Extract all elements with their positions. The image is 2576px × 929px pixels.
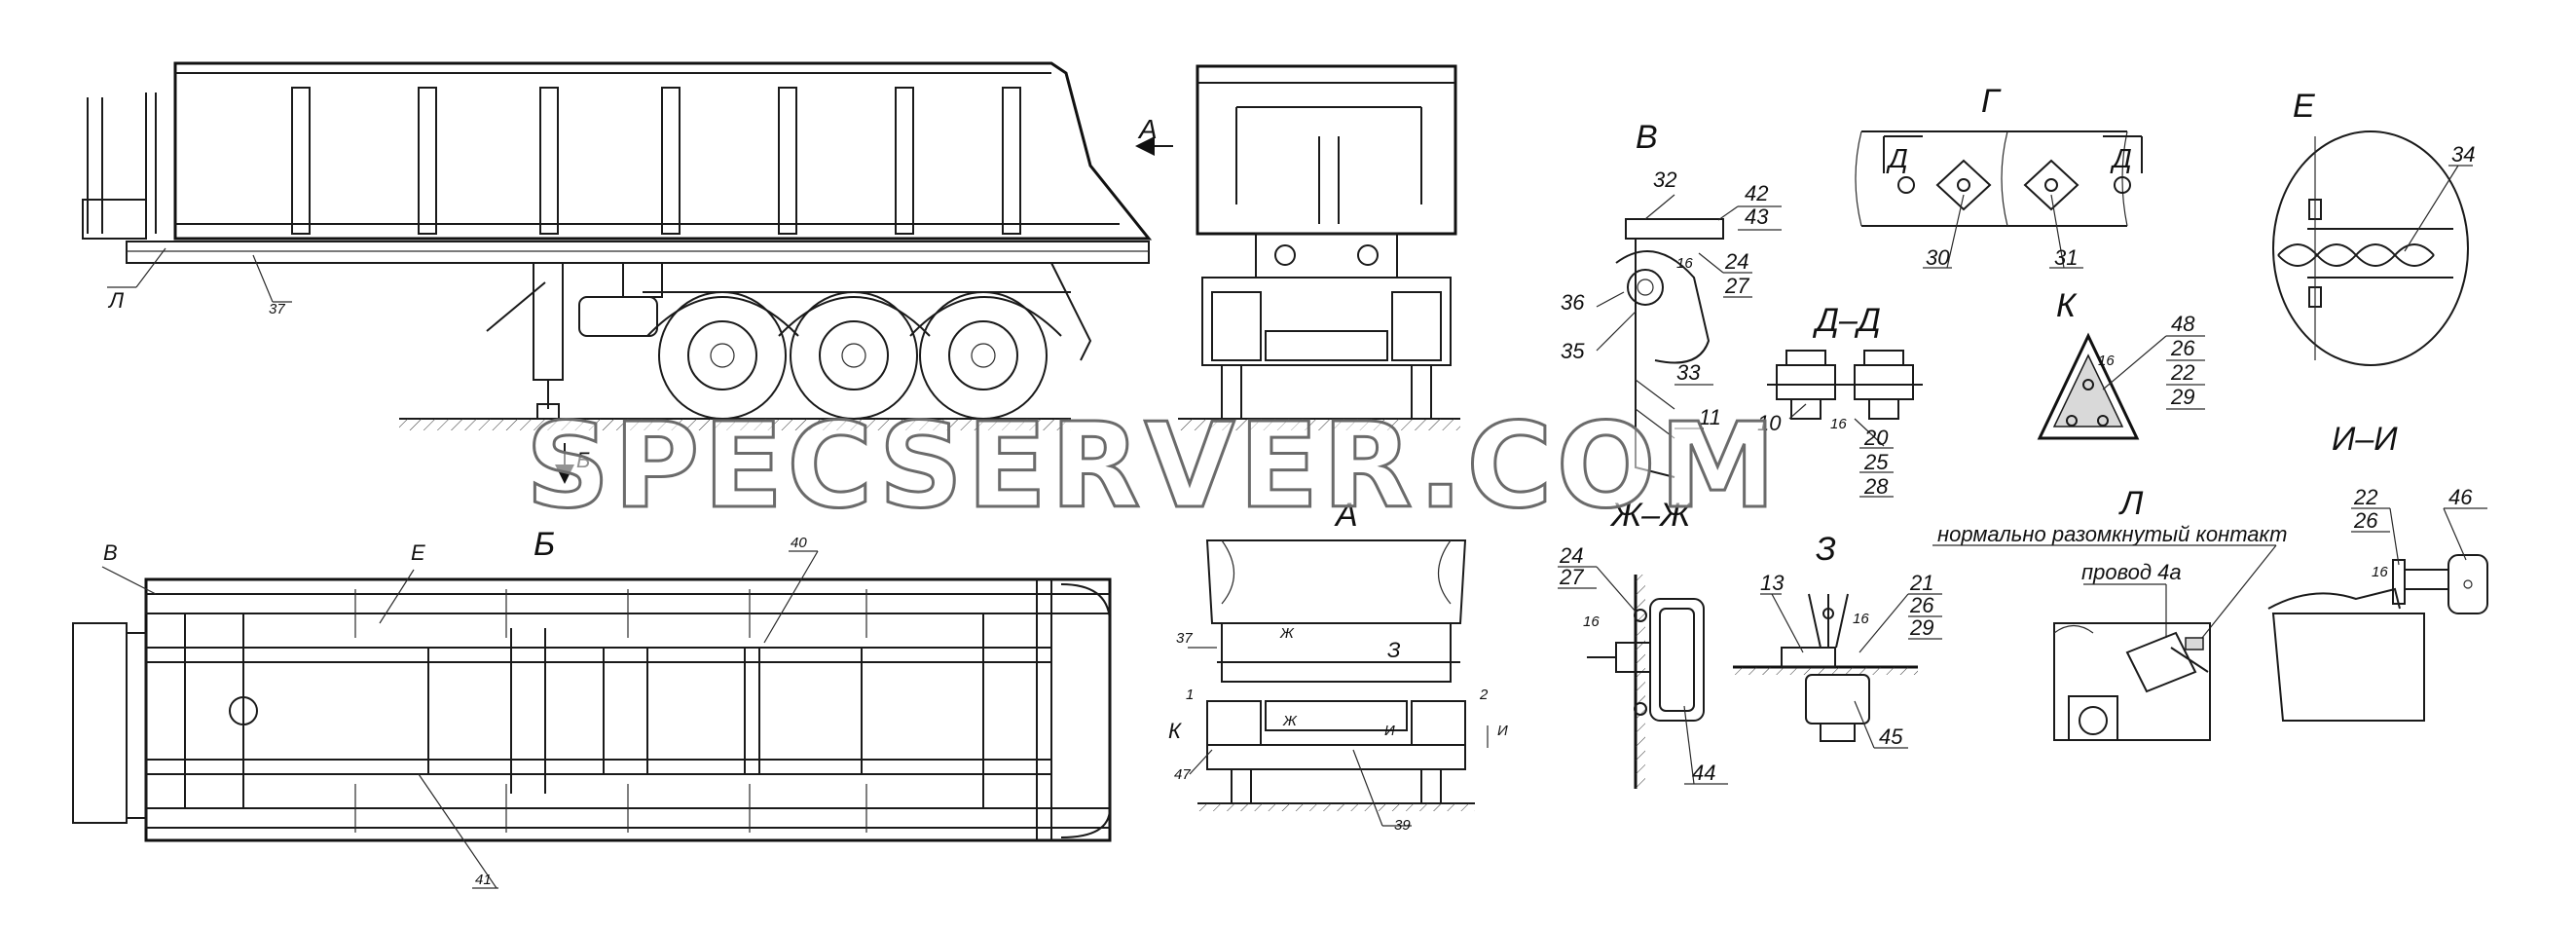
section-zh-title: Ж–Ж — [1609, 497, 1692, 534]
view-a-mark-k: К — [1168, 719, 1182, 743]
part-40: 40 — [791, 535, 807, 551]
callout-l: Л — [107, 288, 125, 313]
plan-callout-e: Е — [411, 540, 425, 565]
detail-g-title: Г — [1981, 83, 2002, 120]
part-22: 22 — [2170, 360, 2194, 385]
view-a-mark-i1: И — [1384, 723, 1395, 739]
part-24-zh: 24 — [1559, 543, 1583, 568]
part-29: 29 — [2170, 385, 2194, 409]
view-a-arrow-label: А — [1137, 114, 1158, 144]
cut-d-left: Д — [1886, 143, 1908, 173]
note-wire: провод 4а — [2081, 560, 2182, 584]
part-29-z: 29 — [1909, 615, 1933, 640]
part-27-zh: 27 — [1559, 565, 1584, 589]
part-28: 28 — [1863, 474, 1889, 499]
note-contact: нормально разомкнутый контакт — [1937, 522, 2287, 546]
part-21: 21 — [1909, 571, 1933, 595]
part-44: 44 — [1692, 761, 1715, 785]
part-24: 24 — [1724, 249, 1748, 274]
view-a-mark-37: 37 — [1176, 630, 1193, 647]
detail-z-mark-16: 16 — [1853, 611, 1869, 627]
detail-g: Г Д Д 30 31 — [1855, 83, 2143, 270]
detail-z-title: З — [1816, 531, 1836, 568]
part-33: 33 — [1676, 360, 1701, 385]
part-11: 11 — [1699, 405, 1721, 429]
detail-v: В 16 32 42 43 24 27 36 35 33 11 — [1561, 119, 1782, 478]
view-a-mark-i2: И — [1497, 723, 1508, 739]
detail-l-title: Л — [2118, 485, 2144, 522]
view-b-arrow-label: Б — [576, 448, 590, 472]
rear-view — [1178, 64, 1460, 430]
view-a-mark-1: 1 — [1186, 687, 1194, 703]
view-a-mark-2: 2 — [1479, 687, 1489, 703]
part-46: 46 — [2448, 485, 2473, 509]
detail-v-title: В — [1636, 119, 1658, 156]
detail-zh: 16 24 27 44 — [1558, 543, 1728, 789]
view-a-mark-zh1: Ж — [1279, 625, 1295, 642]
part-41: 41 — [475, 872, 492, 888]
detail-l: Л нормально разомкнутый контакт провод 4… — [1932, 485, 2287, 741]
part-31: 31 — [2054, 245, 2078, 270]
plan-title: Б — [534, 526, 555, 563]
section-d-mark-16: 16 — [1830, 416, 1847, 432]
part-36: 36 — [1561, 290, 1585, 315]
view-a: А 37 1 К 47 Ж Ж З И И 2 39 — [1168, 497, 1508, 834]
detail-e-title: Е — [2293, 88, 2315, 125]
plan-view: Б — [72, 526, 1112, 889]
part-26-z: 26 — [1909, 593, 1934, 617]
detail-k-title: К — [2056, 287, 2078, 324]
part-43: 43 — [1745, 204, 1769, 229]
part-34: 34 — [2451, 142, 2475, 167]
watermark: SPECSERVER.COM — [526, 399, 1780, 535]
detail-e: Е 34 — [2272, 88, 2475, 366]
part-37-label: 37 — [269, 301, 285, 317]
detail-z: З 16 13 21 26 29 45 — [1733, 531, 1942, 749]
part-26: 26 — [2170, 336, 2195, 360]
part-42: 42 — [1745, 181, 1768, 205]
cut-d-right: Д — [2110, 143, 2132, 173]
part-10: 10 — [1757, 411, 1782, 435]
view-a-mark-39: 39 — [1394, 817, 1411, 834]
section-d-title: Д–Д — [1812, 302, 1881, 339]
detail-v-mark-16: 16 — [1676, 255, 1693, 272]
view-a-mark-47: 47 — [1174, 766, 1191, 783]
view-a-mark-zh2: Ж — [1282, 713, 1298, 729]
plan-callout-v: В — [103, 540, 118, 565]
detail-k-mark-16: 16 — [2098, 353, 2115, 369]
part-45: 45 — [1879, 725, 1903, 749]
part-13: 13 — [1760, 571, 1785, 595]
side-view: А Б Л 37 — [82, 61, 1173, 484]
part-48: 48 — [2171, 312, 2195, 336]
part-30: 30 — [1926, 245, 1950, 270]
detail-k: К 16 48 26 22 29 — [2037, 287, 2205, 440]
part-27: 27 — [1724, 274, 1749, 298]
view-a-mark-z: З — [1387, 638, 1401, 662]
part-32: 32 — [1653, 167, 1676, 192]
part-35: 35 — [1561, 339, 1585, 363]
view-a-title: А — [1334, 497, 1358, 534]
detail-ii-title: И–И — [2332, 421, 2398, 458]
section-d: Д–Д 16 10 20 25 28 — [1757, 302, 1923, 499]
part-25: 25 — [1863, 450, 1889, 474]
detail-zh-mark-16: 16 — [1583, 613, 1600, 630]
part-20: 20 — [1863, 426, 1889, 450]
part-22-ii: 22 — [2353, 485, 2377, 509]
detail-ii-mark-16: 16 — [2372, 564, 2388, 580]
part-26-ii: 26 — [2353, 508, 2378, 533]
detail-ii: И–И 16 22 26 46 — [2267, 421, 2488, 722]
